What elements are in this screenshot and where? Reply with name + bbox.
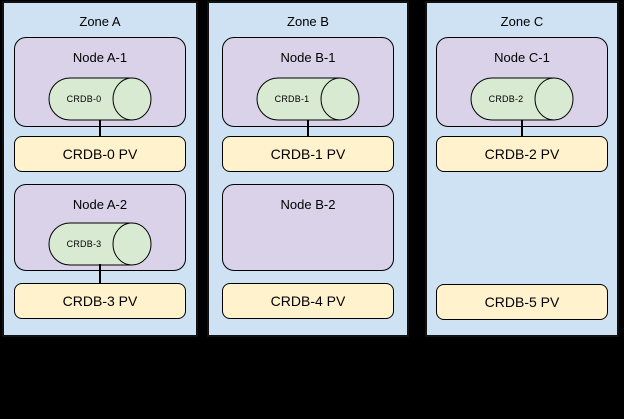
pv-crdb-1-label: CRDB-1 PV [270,146,346,162]
crdb-1-label: CRDB-1 [274,94,310,104]
pv-crdb-4-label: CRDB-4 PV [270,293,346,309]
pv-crdb-2: CRDB-2 PV [436,136,608,172]
pv-crdb-3-label: CRDB-3 PV [62,293,138,309]
pv-crdb-1: CRDB-1 PV [222,136,394,172]
pv-crdb-0: CRDB-0 PV [14,136,186,172]
zone-a: Zone A Node A-1 CRDB-0 CRDB-0 PV Node A-… [2,1,198,337]
crdb-3-cylinder: CRDB-3 [48,222,153,266]
cylinder-shape-icon [48,77,152,121]
pv-crdb-2-label: CRDB-2 PV [484,146,560,162]
zone-b: Zone B Node B-1 CRDB-1 CRDB-1 PV Node B-… [207,1,409,337]
pv-crdb-5: CRDB-5 PV [436,284,608,320]
connector-crdb0-pv [99,120,101,137]
pv-crdb-5-label: CRDB-5 PV [484,294,560,310]
crdb-0-cylinder: CRDB-0 [48,77,153,121]
zone-b-label: Zone B [287,14,329,29]
node-a1: Node A-1 CRDB-0 [14,37,186,127]
node-b2: Node B-2 [222,184,394,271]
crdb-1-cylinder: CRDB-1 [256,77,361,121]
node-a2-label: Node A-2 [72,197,128,212]
connector-crdb2-pv [521,120,523,137]
node-b1: Node B-1 CRDB-1 [222,37,394,127]
connector-crdb1-pv [307,120,309,137]
crdb-0-label: CRDB-0 [66,94,102,104]
crdb-3-label: CRDB-3 [66,239,102,249]
node-b2-label: Node B-2 [280,197,336,212]
cylinder-shape-icon [256,77,360,121]
zone-c-label: Zone C [500,14,544,29]
pv-crdb-4: CRDB-4 PV [222,283,394,319]
node-a2: Node A-2 CRDB-3 [14,184,186,271]
zone-a-label: Zone A [79,14,121,29]
crdb-2-label: CRDB-2 [488,94,524,104]
connector-crdb3-pv [99,264,101,284]
cylinder-shape-icon [48,222,152,266]
node-a1-label: Node A-1 [72,50,128,65]
zone-c: Zone C Node C-1 CRDB-2 CRDB-2 PV CRDB-5 … [425,1,619,337]
node-c1-label: Node C-1 [494,50,550,65]
pv-crdb-3: CRDB-3 PV [14,283,186,319]
node-b1-label: Node B-1 [280,50,336,65]
crdb-2-cylinder: CRDB-2 [470,77,575,121]
pv-crdb-0-label: CRDB-0 PV [62,146,138,162]
cylinder-shape-icon [470,77,574,121]
node-c1: Node C-1 CRDB-2 [436,37,608,127]
